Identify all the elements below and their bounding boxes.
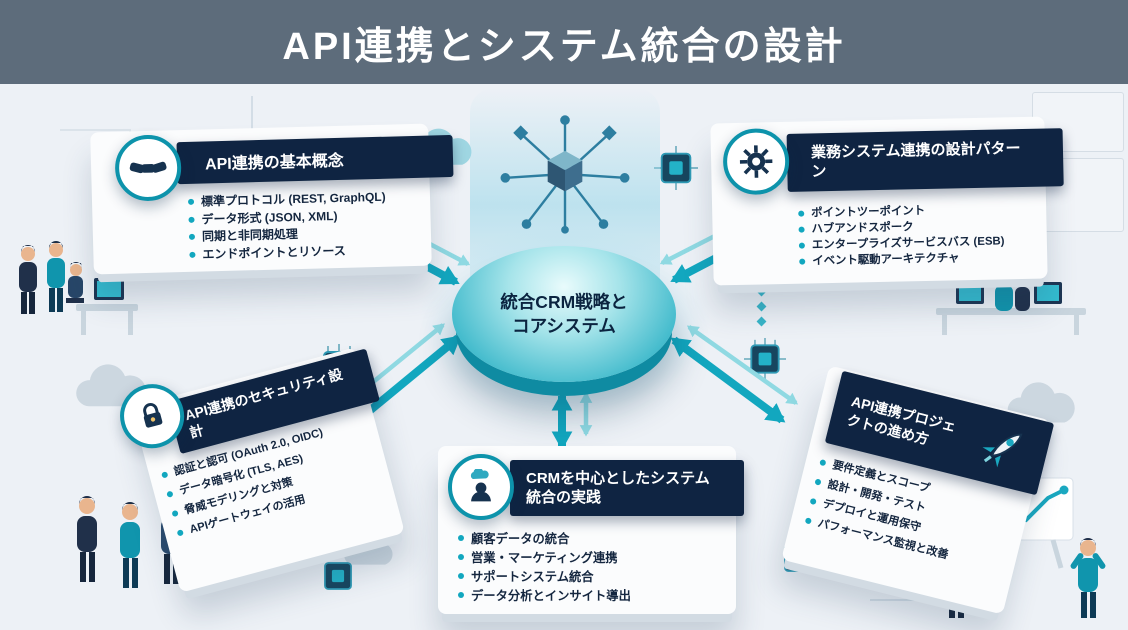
page-title: API連携とシステム統合の設計 (282, 25, 846, 68)
panel-title: 業務システム連携の設計パターン (810, 139, 1021, 181)
panel-crm-practice: CRMを中心としたシステム統合の実践 顧客データの統合 営業・マーケティング連携… (438, 446, 744, 614)
rocket-icon (972, 417, 1034, 482)
cloud-icon (1007, 382, 1075, 423)
header-bar: API連携とシステム統合の設計 (0, 0, 1128, 84)
hub-title-line2: コアシステム (512, 316, 616, 336)
central-hub: 統合CRM戦略と コアシステム (452, 246, 676, 382)
panel-title-band: 業務システム連携の設計パターン (786, 128, 1064, 192)
panel-design-patterns: 業務システム連携の設計パターン ポイントツーポイント ハブアンドスポーク エンタ… (710, 116, 1064, 286)
network-hub-icon (500, 115, 630, 234)
panel-title: API連携の基本概念 (204, 152, 344, 174)
bullet-list: 標準プロトコル (REST, GraphQL) データ形式 (JSON, XML… (188, 189, 387, 264)
hub-title-line1: 統合CRM戦略と (500, 291, 628, 312)
bullet-item: 営業・マーケティング連携 (458, 549, 631, 568)
panel-title-band: API連携の基本概念 (176, 134, 454, 185)
chip-icon (324, 562, 352, 590)
bullet-item: エンドポイントとリソース (189, 241, 387, 264)
gear-icon (722, 127, 790, 196)
panel-title: CRMを中心としたシステム統合の実践 (526, 469, 710, 507)
panel-title-band: CRMを中心としたシステム統合の実践 (510, 460, 744, 516)
panel-project-approach: API連携プロジェクトの進め方 要件定義とスコープ 設計・開発・テスト デプロイ… (781, 365, 1055, 615)
bullet-list: ポイントツーポイント ハブアンドスポーク エンタープライズサービスバス (ESB… (798, 201, 1005, 269)
panel-title: API連携プロジェクトの進め方 (845, 393, 958, 448)
panel-api-basics: API連携の基本概念 標準プロトコル (REST, GraphQL) データ形式… (90, 123, 454, 275)
bullet-item: サポートシステム統合 (458, 568, 631, 587)
people-illustration-meeting (19, 241, 138, 335)
hub-title: 統合CRM戦略と コアシステム (500, 290, 627, 339)
wireframe-table-decoration (1038, 158, 1124, 232)
bullet-item: データ分析とインサイト導出 (458, 587, 631, 606)
handshake-icon (114, 134, 183, 202)
bullet-item: イベント駆動アーキテクチャ (799, 249, 1005, 269)
bullet-list: 顧客データの統合 営業・マーケティング連携 サポートシステム統合 データ分析とイ… (458, 530, 631, 606)
lock-icon (112, 376, 192, 456)
bullet-item: 顧客データの統合 (458, 530, 631, 549)
person-cloud-icon (448, 454, 514, 520)
panel-security-design: API連携のセキュリティ設計 認証と認可 (OAuth 2.0, OIDC) デ… (112, 347, 405, 593)
chip-icon (654, 146, 698, 190)
panel-title-band: API連携プロジェクトの進め方 (824, 370, 1055, 496)
